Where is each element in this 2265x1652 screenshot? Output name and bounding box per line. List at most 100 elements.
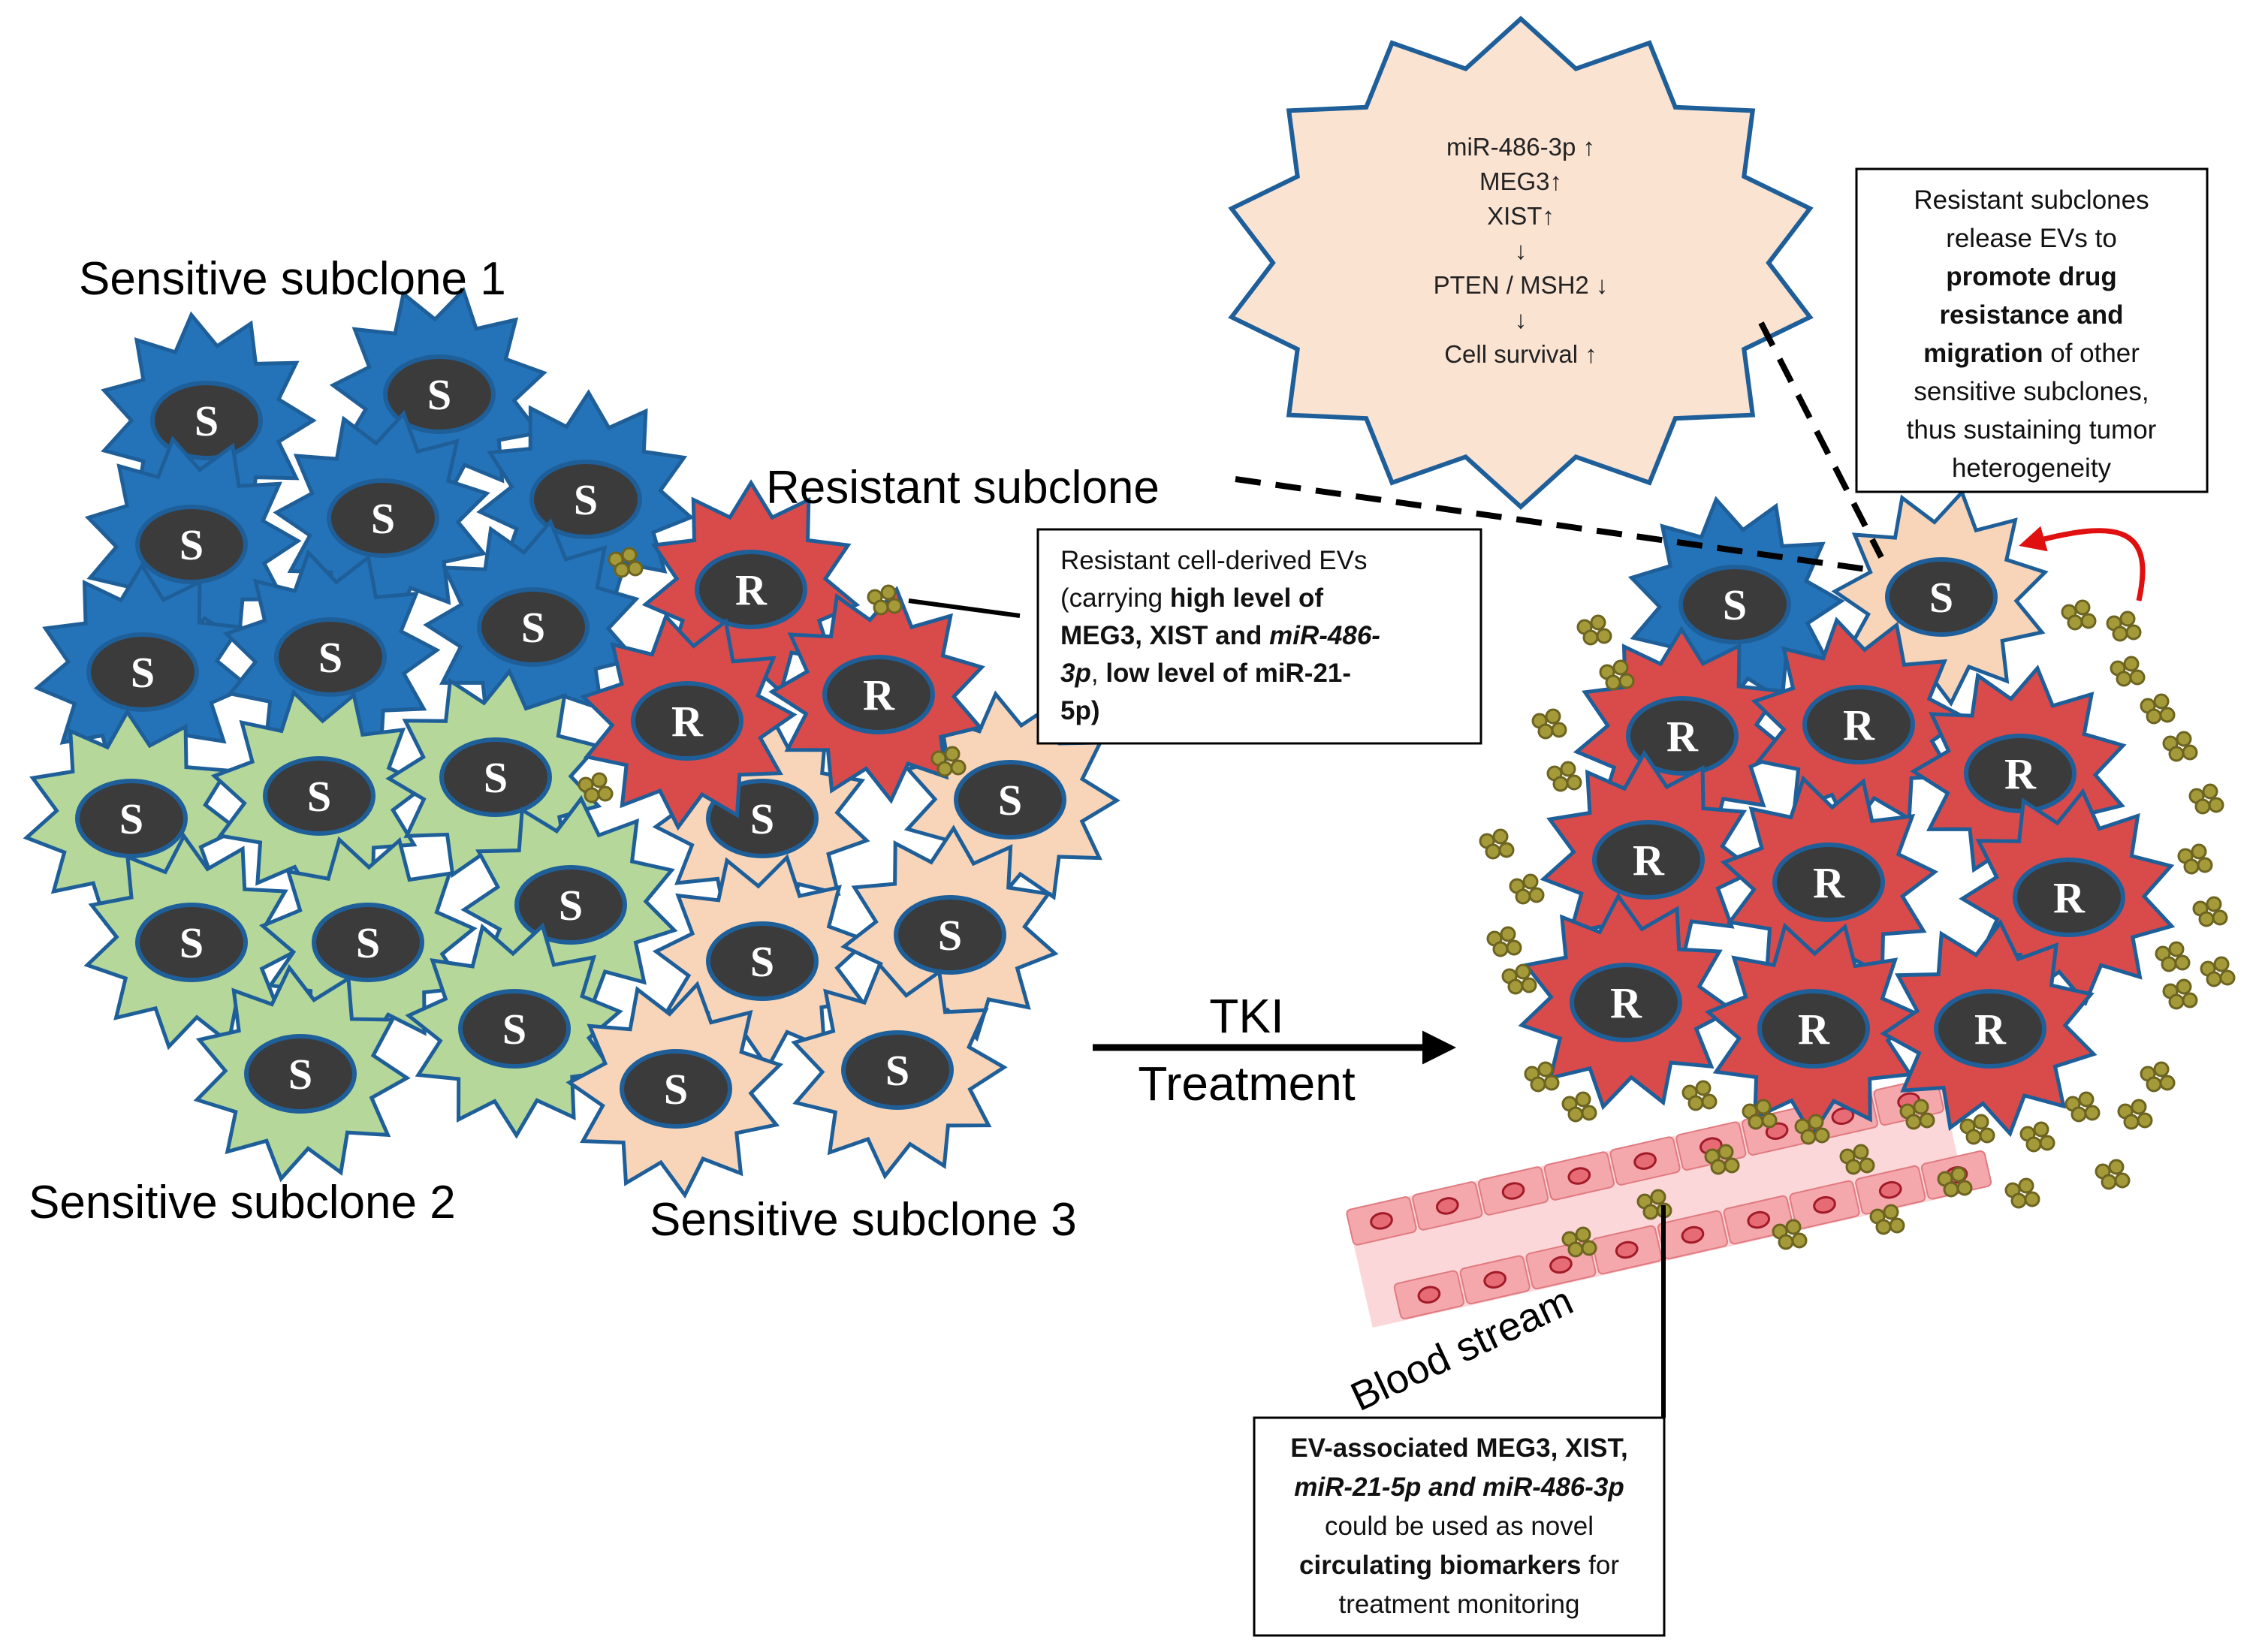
ev-particle xyxy=(1498,842,1515,858)
endothelial-nucleus xyxy=(1417,1286,1441,1304)
vessel-tube xyxy=(1346,1075,1992,1328)
ev-particle xyxy=(2137,1112,2153,1129)
cell-letter: S xyxy=(521,603,545,652)
cell-letter: R xyxy=(1610,978,1642,1027)
cell-nucleus xyxy=(86,632,199,712)
box-text-run: release EVs to xyxy=(1946,224,2117,253)
cell-letter: R xyxy=(1798,1005,1830,1054)
cell-nucleus xyxy=(1570,963,1682,1042)
box-text-run: promote drug xyxy=(1946,262,2116,291)
ev-particle xyxy=(1859,1157,1875,1174)
ev-particle xyxy=(1575,1091,1591,1108)
endothelial-nucleus xyxy=(1747,1210,1771,1229)
ev-particle xyxy=(2176,978,2192,995)
ev-particle xyxy=(2101,1174,2117,1190)
ev-cluster xyxy=(578,772,614,803)
ev-particle xyxy=(1590,614,1606,631)
ev-particle xyxy=(2112,626,2128,642)
cell-nucleus xyxy=(1964,734,2077,813)
ev-cluster xyxy=(1486,926,1522,957)
ev-particle xyxy=(2191,843,2207,860)
ev-particle xyxy=(1943,1181,1959,1198)
endothelial-nucleus xyxy=(1615,1241,1639,1259)
box-text-run: heterogeneity xyxy=(1952,454,2112,483)
ev-particle xyxy=(950,759,967,776)
ev-particle xyxy=(2018,1177,2034,1194)
sensitive-cell: S xyxy=(33,562,252,779)
cell-letter: S xyxy=(574,475,598,524)
ev-particle xyxy=(2074,599,2091,616)
cell-letter: S xyxy=(1929,573,1953,622)
ev-particle xyxy=(2131,1099,2147,1115)
ev-particle xyxy=(1485,843,1501,860)
ev-particle xyxy=(2159,707,2176,723)
ev-particle xyxy=(1755,1099,1772,1115)
ev-particle xyxy=(1612,659,1629,676)
signaling-star-callout xyxy=(1228,15,1814,511)
cell-letter: S xyxy=(119,794,143,843)
ev-particle xyxy=(2125,624,2142,641)
ev-particle xyxy=(1778,1234,1794,1250)
ev-particle xyxy=(873,599,889,616)
label-sensitive-subclone-3: Sensitive subclone 3 xyxy=(650,1194,1077,1246)
ev-cluster xyxy=(2095,1159,2131,1190)
signaling-pathway-text: miR-486-3p ↑MEG3↑XIST↑↓PTEN / MSH2 ↓↓Cel… xyxy=(1434,133,1609,368)
ev-particle xyxy=(1785,1219,1802,1235)
ev-particle xyxy=(880,584,897,601)
ev-particle xyxy=(1800,1129,1817,1145)
ev-particle xyxy=(2197,857,2213,873)
ev-particle xyxy=(2208,797,2224,813)
resistant-cell: R xyxy=(1751,616,1969,835)
box-text-run: resistance and xyxy=(1939,300,2123,330)
cell-letter: R xyxy=(1666,712,1699,761)
label-sensitive-subclone-2: Sensitive subclone 2 xyxy=(29,1177,456,1228)
ev-particle xyxy=(2168,993,2185,1010)
cell-nucleus xyxy=(1772,843,1885,922)
ev-particle xyxy=(2119,610,2136,627)
ev-particle xyxy=(2183,858,2200,875)
ev-particle xyxy=(2080,613,2097,629)
cell-nucleus xyxy=(1934,989,2046,1069)
endothelial-nucleus xyxy=(1435,1197,1459,1215)
ev-particle xyxy=(2212,909,2228,926)
ev-particle xyxy=(1537,1061,1554,1078)
ev-cluster xyxy=(2177,843,2213,875)
ev-particle xyxy=(1582,629,1599,646)
ev-content-box xyxy=(1036,528,1482,745)
cell-letter: S xyxy=(307,772,331,821)
treatment-label-tki: TKI xyxy=(1209,989,1284,1043)
ev-particle xyxy=(1710,1159,1727,1175)
cell-nucleus xyxy=(274,617,387,697)
ev-box-connector xyxy=(908,598,1021,618)
ev-particle xyxy=(1973,1114,1989,1130)
box-text-run: , xyxy=(1091,659,1105,688)
ev-cluster xyxy=(1501,963,1537,995)
ev-particle xyxy=(2206,896,2222,912)
cell-nucleus xyxy=(458,989,571,1069)
ev-particle xyxy=(1979,1127,1995,1144)
ev-cluster xyxy=(1509,873,1545,905)
cell-letter: S xyxy=(750,794,774,843)
sensitive-cell: S xyxy=(210,689,430,906)
ev-particle xyxy=(2182,744,2198,761)
ev-particle xyxy=(886,598,903,614)
treatment-label-treatment: Treatment xyxy=(1138,1057,1356,1111)
cell-letter: S xyxy=(356,918,380,967)
box-text-run: high level of xyxy=(1170,583,1324,613)
ev-cluster xyxy=(2019,1121,2055,1153)
resistant-cell: R xyxy=(1720,775,1939,993)
ev-particle xyxy=(1530,1076,1546,1093)
ev-cluster xyxy=(1599,659,1635,691)
box-text-run: miR-486- xyxy=(1269,621,1380,650)
endothelial-nucleus xyxy=(1370,1212,1393,1230)
red-feedback-arrow xyxy=(2019,526,2146,601)
cell-letter: R xyxy=(863,671,895,719)
box-text-run: low level of miR-21- xyxy=(1105,659,1351,688)
ev-particle xyxy=(2146,708,2162,725)
endothelial-nucleus xyxy=(1831,1107,1855,1126)
ev-particle xyxy=(2025,1136,2042,1153)
cell-nucleus xyxy=(135,903,248,982)
ev-particle xyxy=(2198,911,2215,927)
box-text-run: of other xyxy=(2043,339,2140,368)
ev-particle xyxy=(1567,1241,1584,1258)
